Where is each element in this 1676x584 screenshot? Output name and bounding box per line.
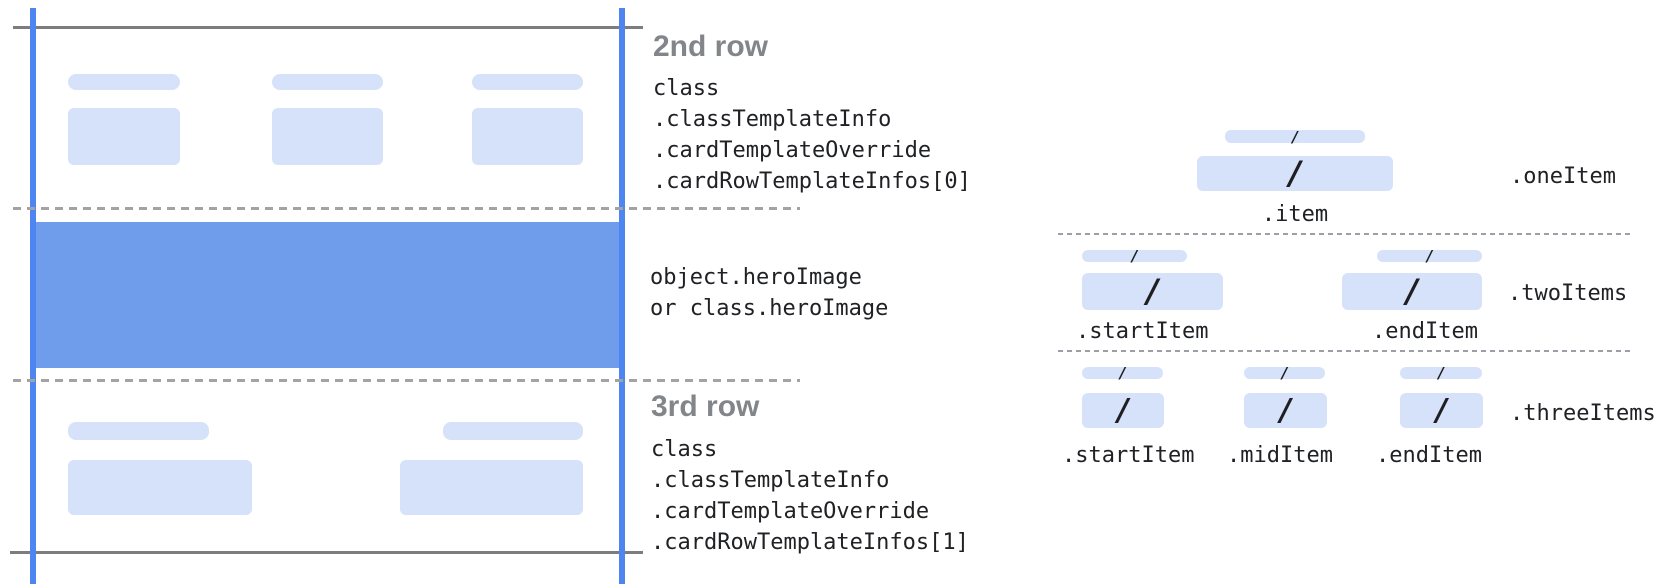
- second-row-item1-value-box: [68, 108, 180, 165]
- two-items-start-value-bar: /: [1082, 273, 1223, 310]
- three-items-mid-label: .midItem: [1227, 443, 1333, 468]
- third-row-code-line: class: [651, 437, 718, 462]
- three-items-start-label-bar: /: [1082, 364, 1163, 382]
- slash-mark: /: [1280, 393, 1291, 428]
- second-row-code-line: class: [653, 76, 720, 101]
- hero-image-code-line: object.heroImage: [650, 265, 862, 290]
- one-item-label-bar: /: [1225, 128, 1365, 146]
- second-row-item2-value-box: [272, 108, 383, 165]
- two-items-end-label: .endItem: [1372, 319, 1478, 344]
- three-items-start-label: .startItem: [1062, 443, 1195, 468]
- two-items-start-label-bar: /: [1082, 247, 1187, 265]
- right-margin-guide-line: [619, 8, 625, 584]
- third-row-code-line: .classTemplateInfo: [651, 468, 890, 493]
- three-items-end-label: .endItem: [1376, 443, 1482, 468]
- slash-mark: /: [1436, 393, 1447, 428]
- slash-mark: /: [1119, 364, 1126, 382]
- third-row-start-label-bar: [68, 422, 209, 440]
- third-row-heading: 3rd row: [651, 390, 760, 423]
- slash-mark: /: [1426, 247, 1433, 265]
- items-divider-dashed-bottom: [1058, 350, 1630, 352]
- three-items-end-value-bar: /: [1400, 393, 1483, 428]
- second-row-item3-label-bar: [472, 74, 583, 90]
- row-divider-dashed-top: [13, 207, 800, 210]
- hero-image-band: [36, 222, 619, 368]
- second-row-code-line: .classTemplateInfo: [653, 107, 892, 132]
- hero-image-code-line: or class.heroImage: [650, 296, 889, 321]
- two-items-end-label-bar: /: [1377, 247, 1482, 265]
- slash-mark: /: [1289, 154, 1301, 192]
- three-items-side-label: .threeItems: [1510, 401, 1656, 426]
- third-row-code-line: .cardRowTemplateInfos[1]: [651, 530, 969, 555]
- third-row-end-value-box: [400, 460, 583, 515]
- card-top-edge-line: [13, 26, 643, 29]
- second-row-code-line: .cardTemplateOverride: [653, 138, 932, 163]
- second-row-code-line: .cardRowTemplateInfos[0]: [653, 169, 971, 194]
- row-divider-dashed-bottom: [13, 379, 800, 382]
- one-item-side-label: .oneItem: [1510, 164, 1616, 189]
- second-row-heading: 2nd row: [653, 30, 769, 63]
- slash-mark: /: [1281, 364, 1288, 382]
- three-items-start-value-bar: /: [1082, 393, 1164, 428]
- slash-mark: /: [1292, 128, 1298, 146]
- second-row-item3-value-box: [472, 108, 583, 165]
- one-item-value-bar: /: [1197, 156, 1393, 191]
- third-row-start-value-box: [68, 460, 252, 515]
- slash-mark: /: [1406, 272, 1418, 310]
- slash-mark: /: [1117, 393, 1129, 428]
- second-row-item2-label-bar: [272, 74, 383, 90]
- three-items-end-label-bar: /: [1400, 364, 1482, 382]
- three-items-mid-label-bar: /: [1244, 364, 1325, 382]
- three-items-mid-value-bar: /: [1244, 393, 1327, 428]
- one-item-item-label: .item: [1261, 202, 1329, 227]
- third-row-code-line: .cardTemplateOverride: [651, 499, 930, 524]
- two-items-side-label: .twoItems: [1508, 281, 1628, 306]
- slash-mark: /: [1131, 247, 1138, 265]
- slash-mark: /: [1438, 364, 1444, 382]
- two-items-start-label: .startItem: [1076, 319, 1209, 344]
- left-margin-guide-line: [30, 8, 36, 584]
- slash-mark: /: [1146, 272, 1159, 310]
- two-items-end-value-bar: /: [1342, 273, 1482, 310]
- items-divider-dashed-top: [1058, 233, 1630, 235]
- third-row-end-label-bar: [443, 422, 583, 440]
- second-row-item1-label-bar: [68, 74, 180, 90]
- card-bottom-edge-line: [10, 551, 643, 554]
